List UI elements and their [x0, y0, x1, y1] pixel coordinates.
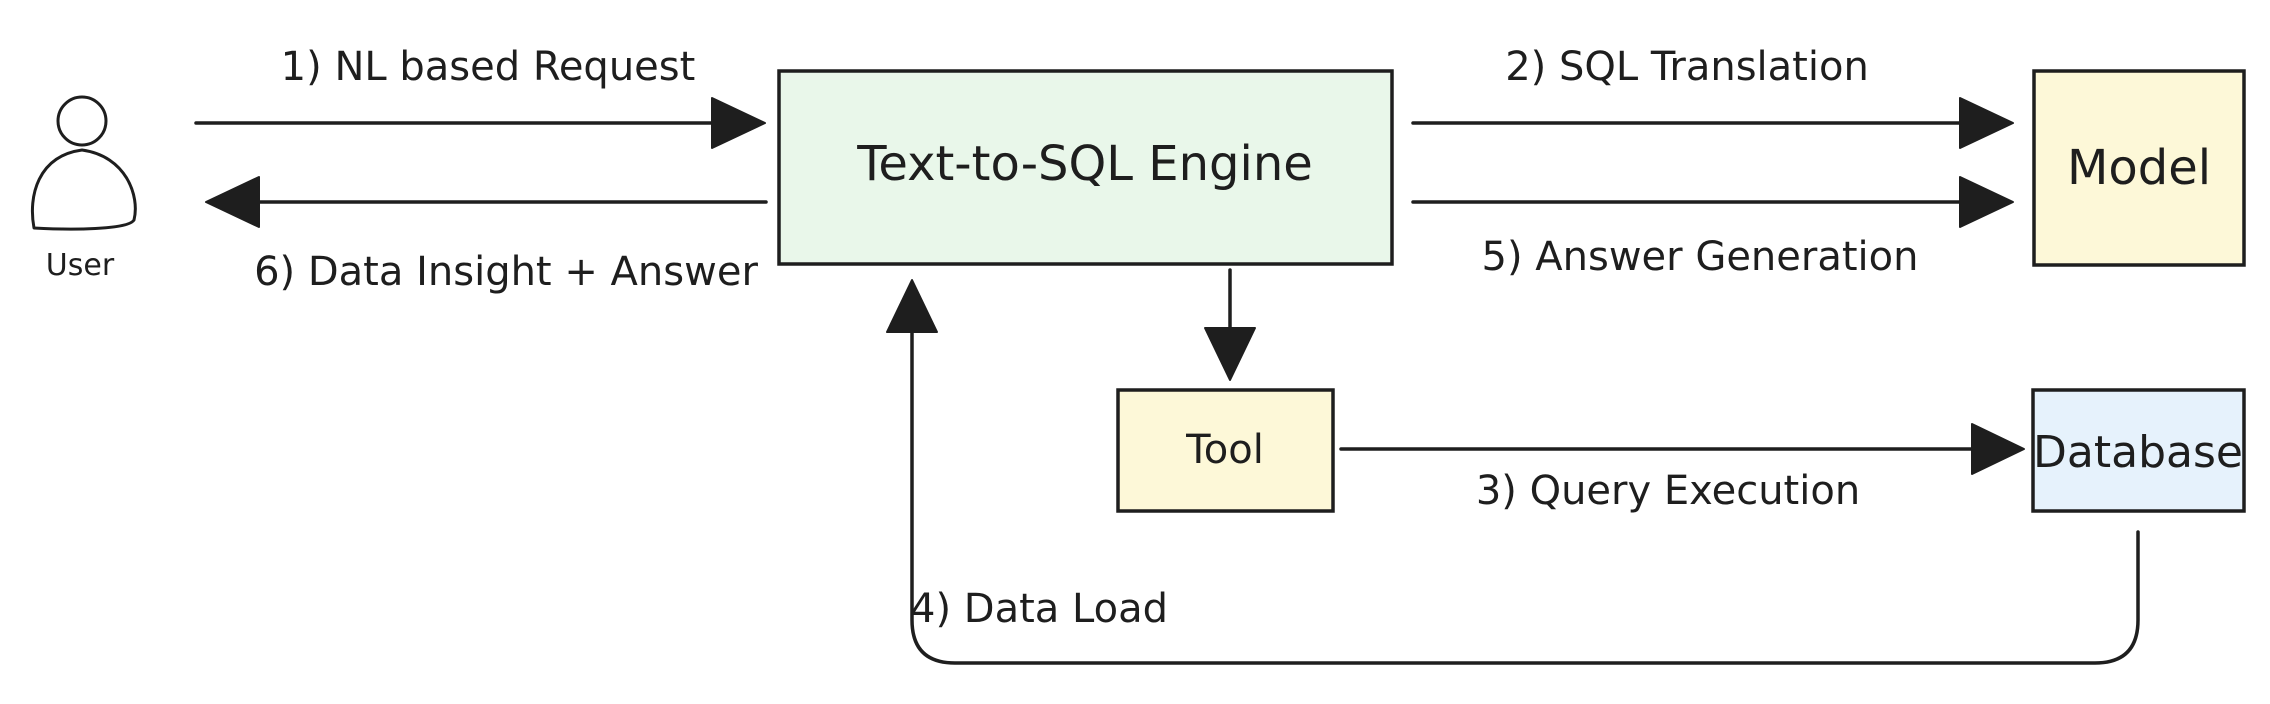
- user-label: User: [46, 248, 115, 283]
- tool-box: [1116, 388, 1335, 513]
- edge-sql-translation: 2) SQL Translation: [1411, 44, 2014, 149]
- engine-node: Text-to-SQL Engine: [777, 69, 1394, 266]
- edge-query-execution: 3) Query Execution: [1339, 423, 2025, 514]
- database-label: Database: [2033, 427, 2243, 478]
- model-node: Model: [2032, 69, 2246, 267]
- arrowhead: [1959, 176, 2014, 228]
- user-actor: User: [30, 95, 137, 283]
- edge-engine-to-tool: [1204, 268, 1256, 381]
- user-icon: [30, 95, 137, 231]
- database-box: [2031, 388, 2246, 513]
- arrowhead: [205, 176, 260, 228]
- database-node: Database: [2031, 388, 2246, 513]
- engine-box: [777, 69, 1394, 266]
- edge-data-load: 4) Data Load: [886, 279, 2140, 665]
- engine-label: Text-to-SQL Engine: [856, 136, 1313, 192]
- tool-label: Tool: [1185, 427, 1264, 473]
- edge-label-sql-translation: 2) SQL Translation: [1505, 44, 1869, 90]
- edge-data-insight: 6) Data Insight + Answer: [205, 176, 768, 295]
- model-box: [2032, 69, 2246, 267]
- edge-label-nl-request: 1) NL based Request: [281, 44, 696, 90]
- arrowhead: [1204, 327, 1256, 381]
- tool-node: Tool: [1116, 388, 1335, 513]
- edge-label-data-load: 4) Data Load: [910, 586, 1168, 632]
- model-label: Model: [2067, 140, 2211, 196]
- arrowhead: [1971, 423, 2025, 475]
- edge-answer-generation: 5) Answer Generation: [1411, 176, 2014, 280]
- edge-label-query-execution: 3) Query Execution: [1476, 468, 1860, 514]
- arrowhead: [1959, 97, 2014, 149]
- edge-label-data-insight: 6) Data Insight + Answer: [254, 249, 758, 295]
- arrowhead: [886, 279, 938, 333]
- arrowhead: [711, 97, 766, 149]
- edge-nl-request: 1) NL based Request: [194, 44, 766, 149]
- edge-label-answer-generation: 5) Answer Generation: [1482, 234, 1919, 280]
